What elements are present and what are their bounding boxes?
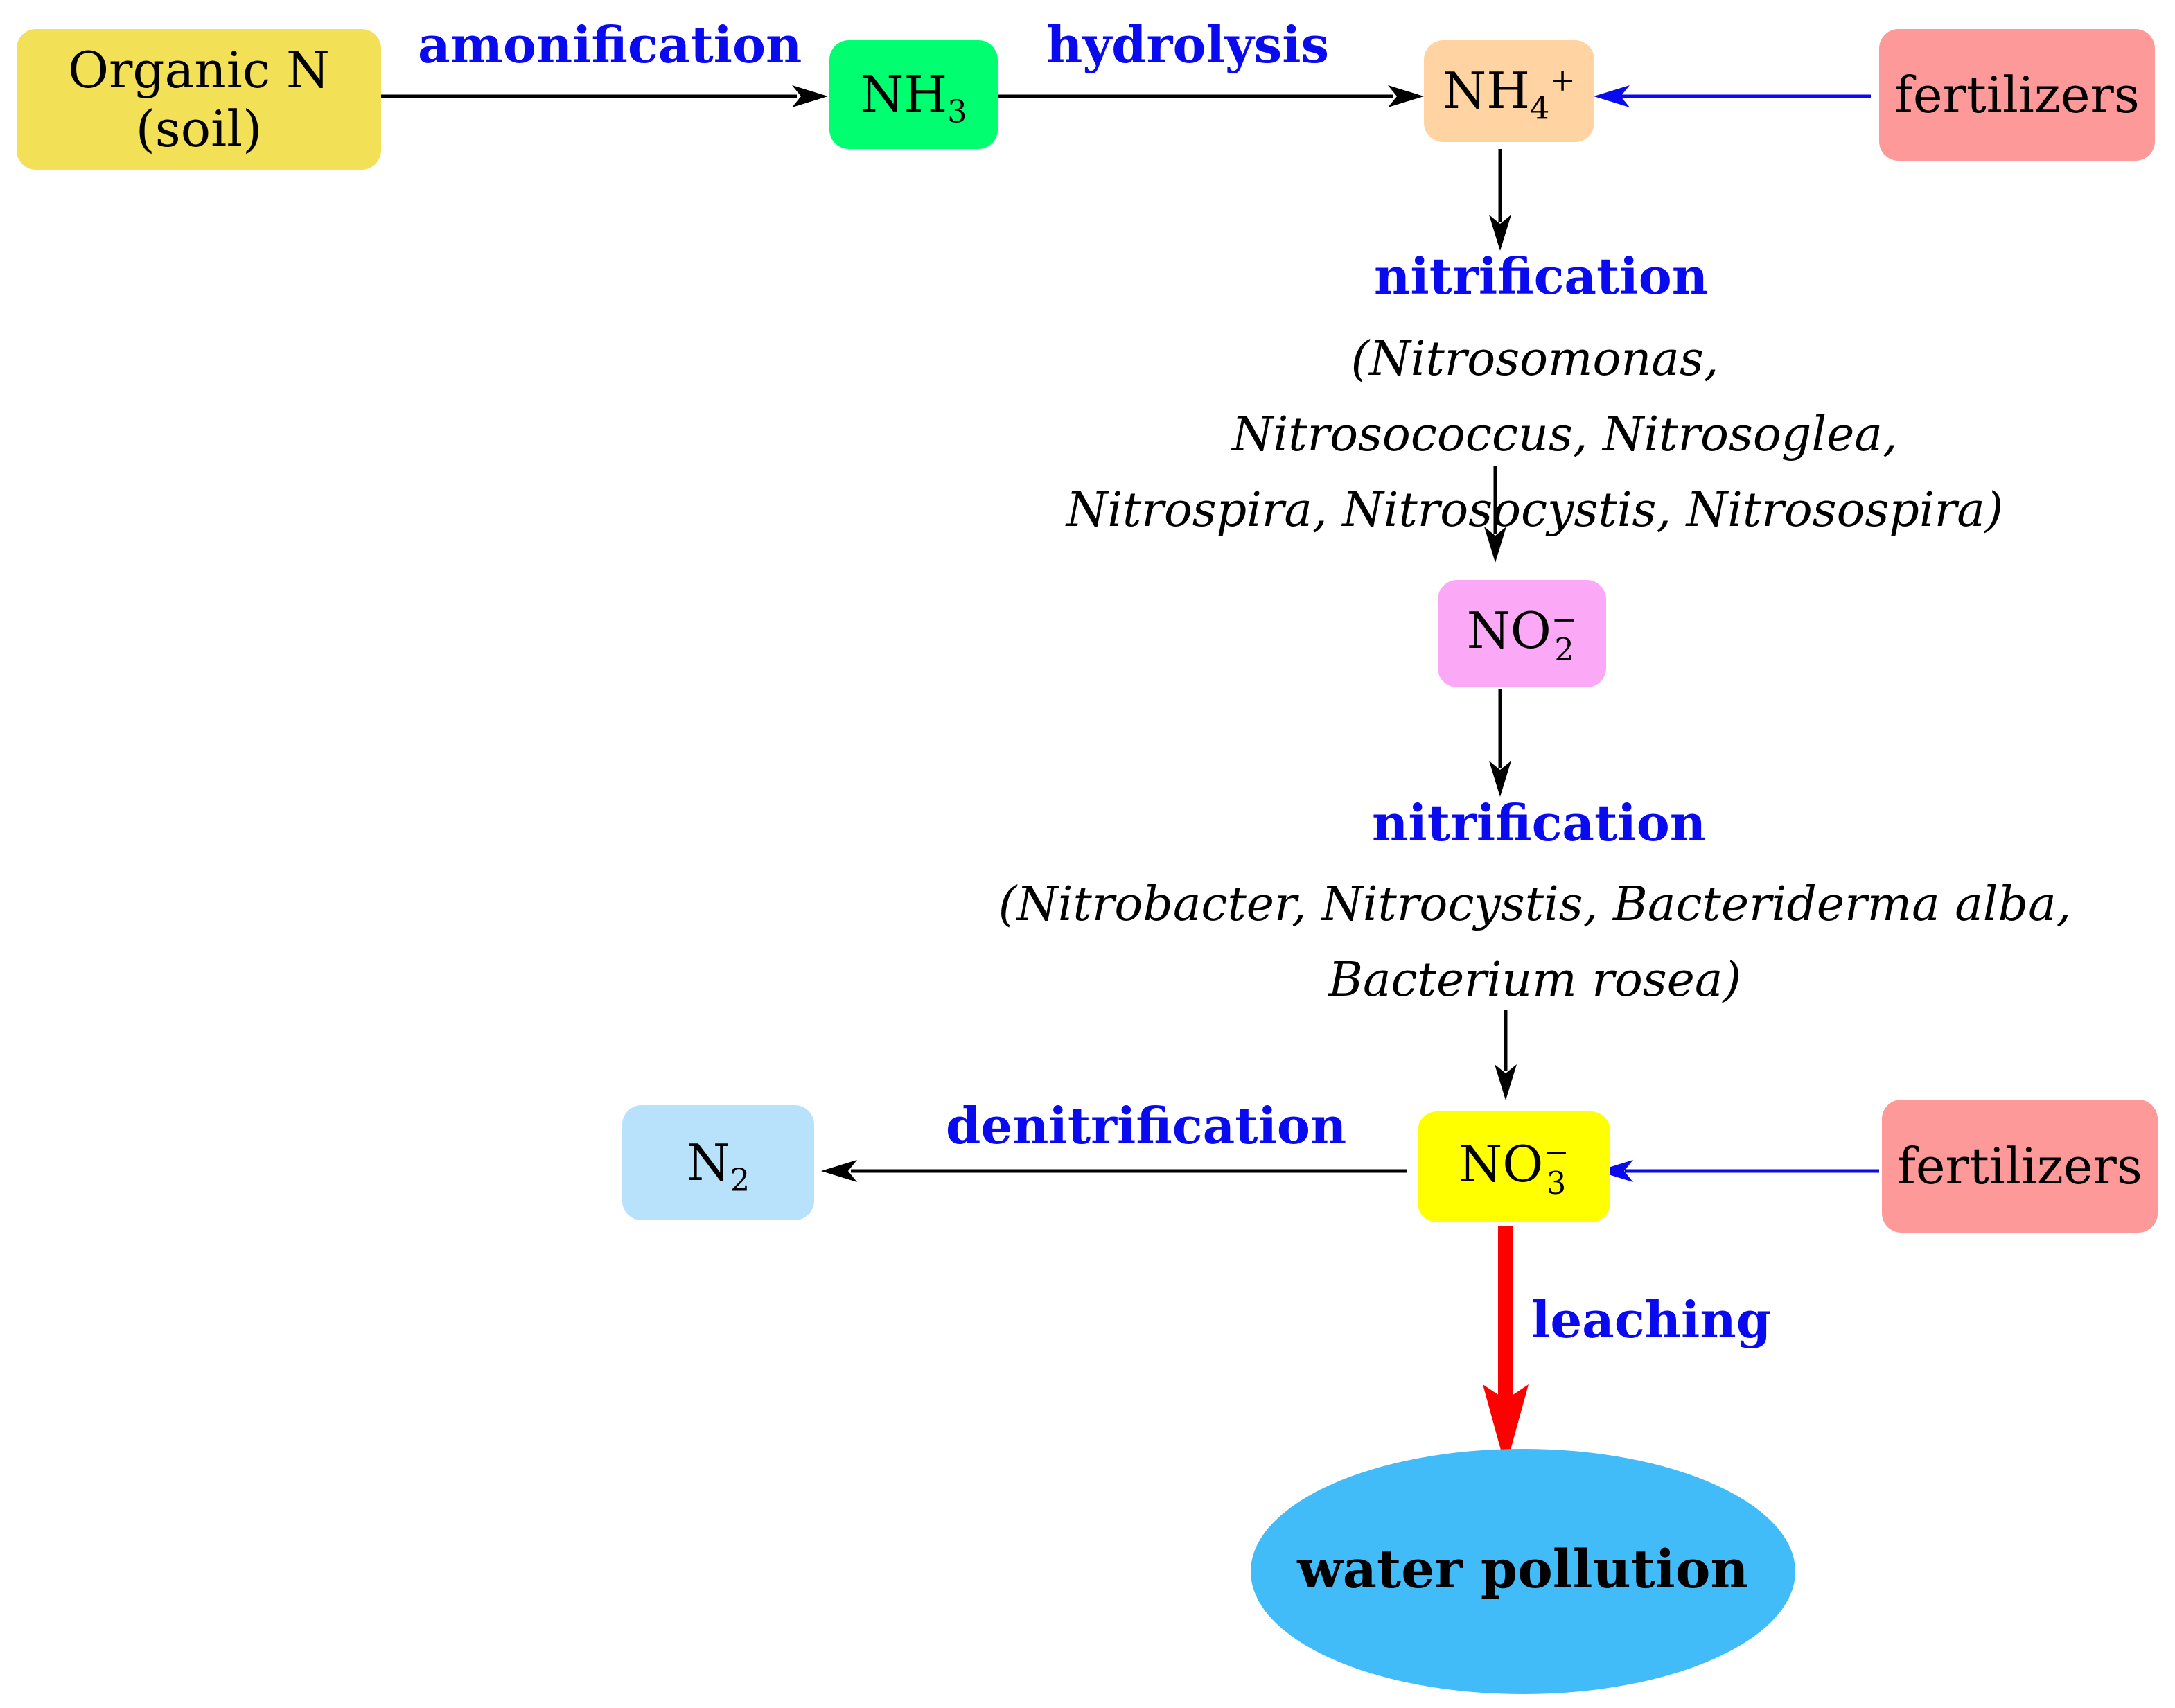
node-n2: N2 [622,1105,814,1220]
n2-base: N [686,1133,730,1192]
arrow-to-no3 [1495,1010,1517,1100]
node-no3: NO−3 [1418,1111,1610,1222]
no3-base: NO [1459,1134,1544,1193]
label-leaching: leaching [1531,1290,1772,1349]
node-fertilizers-top: fertilizers [1879,29,2155,161]
water-pollution-label: water pollution [1297,1538,1749,1600]
node-nh3: NH3 [829,40,998,149]
label-nitrification-1: nitrification [1374,247,1709,306]
no3-superscript: − [1543,1134,1569,1171]
label-amonification: amonification [418,15,802,74]
organisms-2-line2: Bacterium rosea) [1328,952,1741,1007]
nitrification-1-organisms: (Nitrosomonas, Nitrosococcus, Nitrosogle… [977,322,2093,548]
nh4-superscript: + [1549,62,1576,99]
arrow-nh4-down [1489,149,1511,251]
label-nitrification-2: nitrification [1372,793,1707,852]
nitrification-2-organisms: (Nitrobacter, Nitrocystis, Bacteriderma … [977,868,2093,1019]
arrow-no2-down [1489,689,1511,797]
arrow-organic-to-nh3 [381,85,828,107]
label-hydrolysis: hydrolysis [1046,15,1330,74]
organisms-1-line1b: Nitrosococcus, Nitrosoglea, [1231,407,1898,462]
organic-n-line1: Organic N [67,40,331,99]
nh3-base: NH [860,65,948,124]
arrow-no3-to-n2 [821,1160,1407,1182]
organisms-1-line1a: (Nitrosomonas, [1350,332,1719,387]
node-nh4: NH4+ [1424,40,1594,142]
no3-subscript: 3 [1546,1165,1567,1201]
arrow-nh3-to-nh4 [998,85,1424,107]
node-fertilizers-bottom: fertilizers [1882,1100,2158,1233]
node-organic-n: Organic N (soil) [17,29,381,170]
arrow-fertilizers-to-no3 [1597,1160,1879,1182]
no2-base: NO [1466,601,1551,660]
arrow-fertilizers-to-nh4 [1594,85,1871,107]
organisms-2-line1: (Nitrobacter, Nitrocystis, Bacteriderma … [998,877,2072,932]
fertilizers-bottom-label: fertilizers [1897,1136,2142,1195]
no2-superscript: − [1551,601,1578,637]
node-no2: NO−2 [1438,580,1606,687]
nh4-base: NH [1443,62,1530,121]
arrow-leaching [1483,1226,1529,1468]
nh3-subscript: 3 [947,94,967,130]
n2-subscript: 2 [730,1161,750,1198]
arrow-to-no2 [1484,466,1506,563]
fertilizers-top-label: fertilizers [1894,65,2140,124]
organic-n-line2: (soil) [135,99,263,158]
organisms-1-line2: Nitrospira, Nitrosocystis, Nitrosospira) [1066,482,2004,538]
nh4-subscript: 4 [1529,90,1550,127]
no2-subscript: 2 [1554,632,1574,669]
label-denitrification: denitrification [946,1096,1347,1155]
